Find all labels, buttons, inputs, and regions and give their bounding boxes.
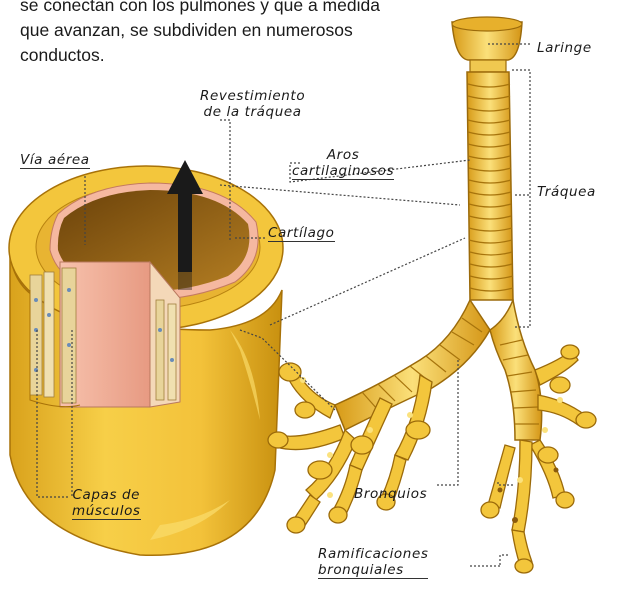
label-via-aerea: Vía aérea — [20, 152, 90, 169]
label-ramificaciones-line-1: Ramificaciones — [318, 546, 428, 562]
label-bronquios: Bronquios — [354, 486, 427, 502]
label-aros-line-2: cartilaginosos — [292, 163, 394, 180]
label-revestimiento-line-1: Revestimiento — [200, 88, 305, 104]
trachea-tube — [335, 17, 542, 440]
label-ramificaciones-line-2: bronquiales — [318, 562, 428, 579]
label-capas-line-1: Capas de — [72, 487, 141, 503]
label-aros-line-1: Aros — [292, 147, 394, 163]
label-capas: Capas de músculos — [72, 487, 141, 520]
label-capas-line-2: músculos — [72, 503, 141, 520]
label-cartilago: Cartílago — [268, 225, 335, 242]
label-traquea: Tráquea — [537, 184, 596, 200]
label-aros: Aros cartilaginosos — [292, 147, 394, 180]
label-revestimiento: Revestimiento de la tráquea — [200, 88, 305, 120]
label-laringe: Laringe — [537, 40, 592, 56]
label-revestimiento-line-2: de la tráquea — [200, 104, 305, 120]
label-ramificaciones: Ramificaciones bronquiales — [318, 546, 428, 579]
